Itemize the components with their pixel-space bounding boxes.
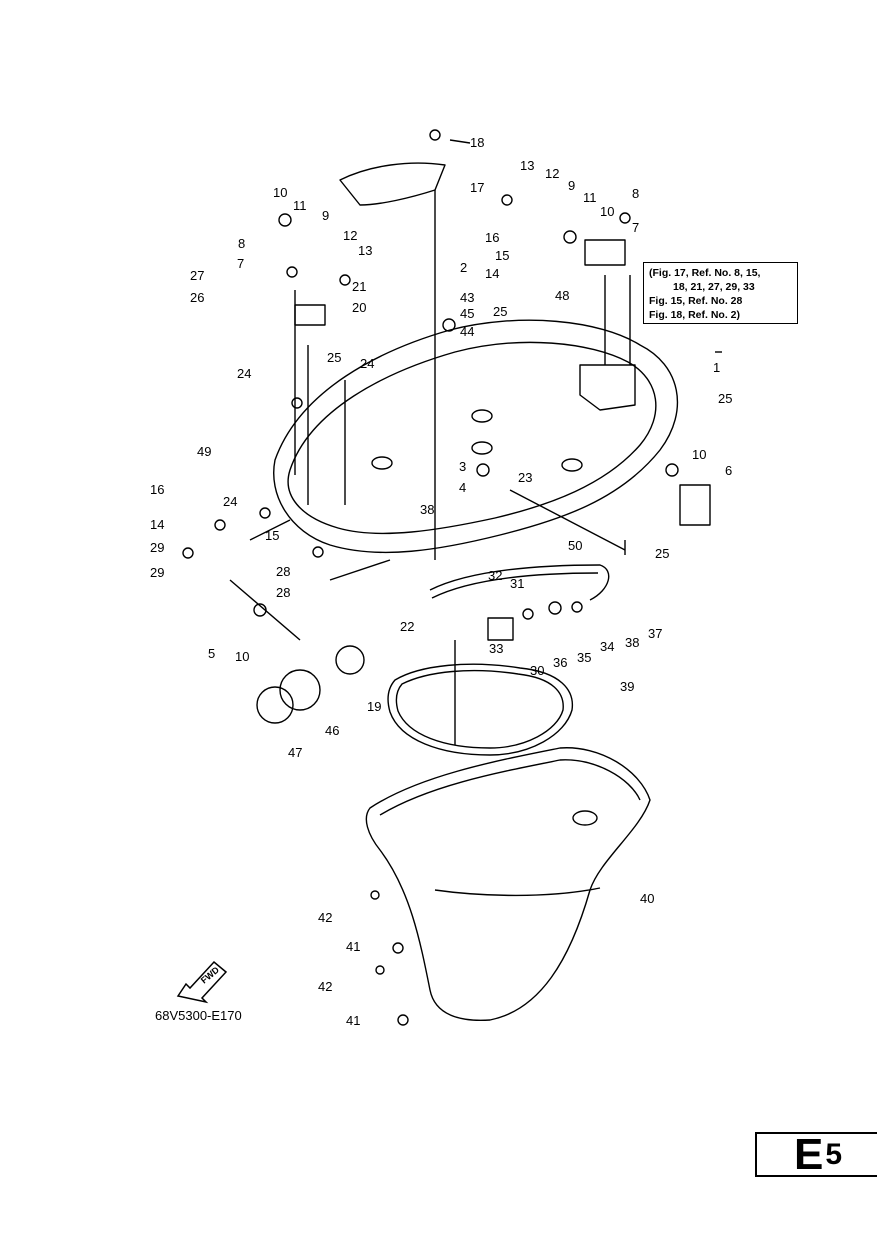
- callout-label: 41: [346, 939, 360, 954]
- callout-label: 47: [288, 745, 302, 760]
- callout-label: 24: [360, 356, 374, 371]
- callout-label: 5: [208, 646, 215, 661]
- callout-label: 2: [460, 260, 467, 275]
- callout-label: 12: [545, 166, 559, 181]
- callout-label: 41: [346, 1013, 360, 1028]
- callout-label: 11: [583, 190, 597, 205]
- callout-label: 28: [276, 564, 290, 579]
- callout-label: 42: [318, 979, 332, 994]
- callout-label: 8: [632, 186, 639, 201]
- callout-label: 36: [553, 655, 567, 670]
- callout-label: 25: [655, 546, 669, 561]
- callout-label: 33: [489, 641, 503, 656]
- callout-label: 9: [568, 178, 575, 193]
- callout-label: 25: [718, 391, 732, 406]
- callout-label: 24: [223, 494, 237, 509]
- note-line-4: Fig. 18, Ref. No. 2): [649, 309, 741, 321]
- bottom-cowling-shape: [273, 319, 679, 554]
- seal-shape: [387, 663, 574, 756]
- callout-label: 10: [235, 649, 249, 664]
- callout-label: 14: [485, 266, 499, 281]
- callout-label: 18: [470, 135, 484, 150]
- callout-label: 25: [493, 304, 507, 319]
- callout-label: 42: [318, 910, 332, 925]
- callout-label: 10: [692, 447, 706, 462]
- callout-label: 16: [150, 482, 164, 497]
- callout-label: 20: [352, 300, 366, 315]
- callout-label: 46: [325, 723, 339, 738]
- callout-label: 21: [352, 279, 366, 294]
- callout-label: 22: [400, 619, 414, 634]
- callout-label: 32: [488, 568, 502, 583]
- callout-label: 19: [367, 699, 381, 714]
- callout-label: 45: [460, 306, 474, 321]
- callout-label: 12: [343, 228, 357, 243]
- callout-label: 27: [190, 268, 204, 283]
- callout-label: 9: [322, 208, 329, 223]
- callout-label: 13: [520, 158, 534, 173]
- section-badge: E 5: [755, 1132, 877, 1177]
- callout-label: 17: [470, 180, 484, 195]
- callout-label: 10: [273, 185, 287, 200]
- callout-label: 43: [460, 290, 474, 305]
- apron-shape: [365, 747, 651, 1022]
- callout-label: 14: [150, 517, 164, 532]
- callout-label: 26: [190, 290, 204, 305]
- callout-label: 8: [238, 236, 245, 251]
- callout-label: 7: [632, 220, 639, 235]
- callout-label: 44: [460, 324, 474, 339]
- section-badge-letter: E: [793, 1129, 824, 1179]
- callout-label: 49: [197, 444, 211, 459]
- callout-label: 3: [459, 459, 466, 474]
- diagram-artwork: [182, 129, 722, 1026]
- callout-label: 23: [518, 470, 532, 485]
- callout-label: 30: [530, 663, 544, 678]
- section-badge-number: 5: [825, 1137, 843, 1171]
- callout-label: 10: [600, 204, 614, 219]
- callout-label: 40: [640, 891, 654, 906]
- callout-label: 6: [725, 463, 732, 478]
- note-box: (Fig. 17, Ref. No. 8, 15, 18, 21, 27, 29…: [643, 262, 798, 324]
- callout-label: 7: [237, 256, 244, 271]
- callout-label: 1: [713, 360, 720, 375]
- callout-label: 38: [420, 502, 434, 517]
- figure-code: 68V5300-E170: [155, 1008, 242, 1023]
- callout-label: 25: [327, 350, 341, 365]
- callout-label: 38: [625, 635, 639, 650]
- callout-label: 35: [577, 650, 591, 665]
- callout-label: 15: [265, 528, 279, 543]
- callout-label: 48: [555, 288, 569, 303]
- callout-label: 28: [276, 585, 290, 600]
- callout-label: 37: [648, 626, 662, 641]
- callout-label: 50: [568, 538, 582, 553]
- callout-label: 34: [600, 639, 614, 654]
- callout-labels: 1817131291110871615144824345442510119121…: [150, 135, 732, 1028]
- callout-label: 24: [237, 366, 251, 381]
- callout-label: 4: [459, 480, 466, 495]
- note-line-1: (Fig. 17, Ref. No. 8, 15,: [649, 267, 761, 279]
- callout-label: 13: [358, 243, 372, 258]
- note-line-3: Fig. 15, Ref. No. 28: [649, 295, 743, 307]
- callout-label: 39: [620, 679, 634, 694]
- callout-label: 16: [485, 230, 499, 245]
- callout-label: 31: [510, 576, 524, 591]
- callout-label: 11: [293, 198, 307, 213]
- callout-label: 15: [495, 248, 509, 263]
- callout-label: 29: [150, 565, 164, 580]
- callout-label: 29: [150, 540, 164, 555]
- note-line-2: 18, 21, 27, 29, 33: [673, 281, 755, 293]
- fwd-arrow-icon: FWD: [176, 960, 228, 1004]
